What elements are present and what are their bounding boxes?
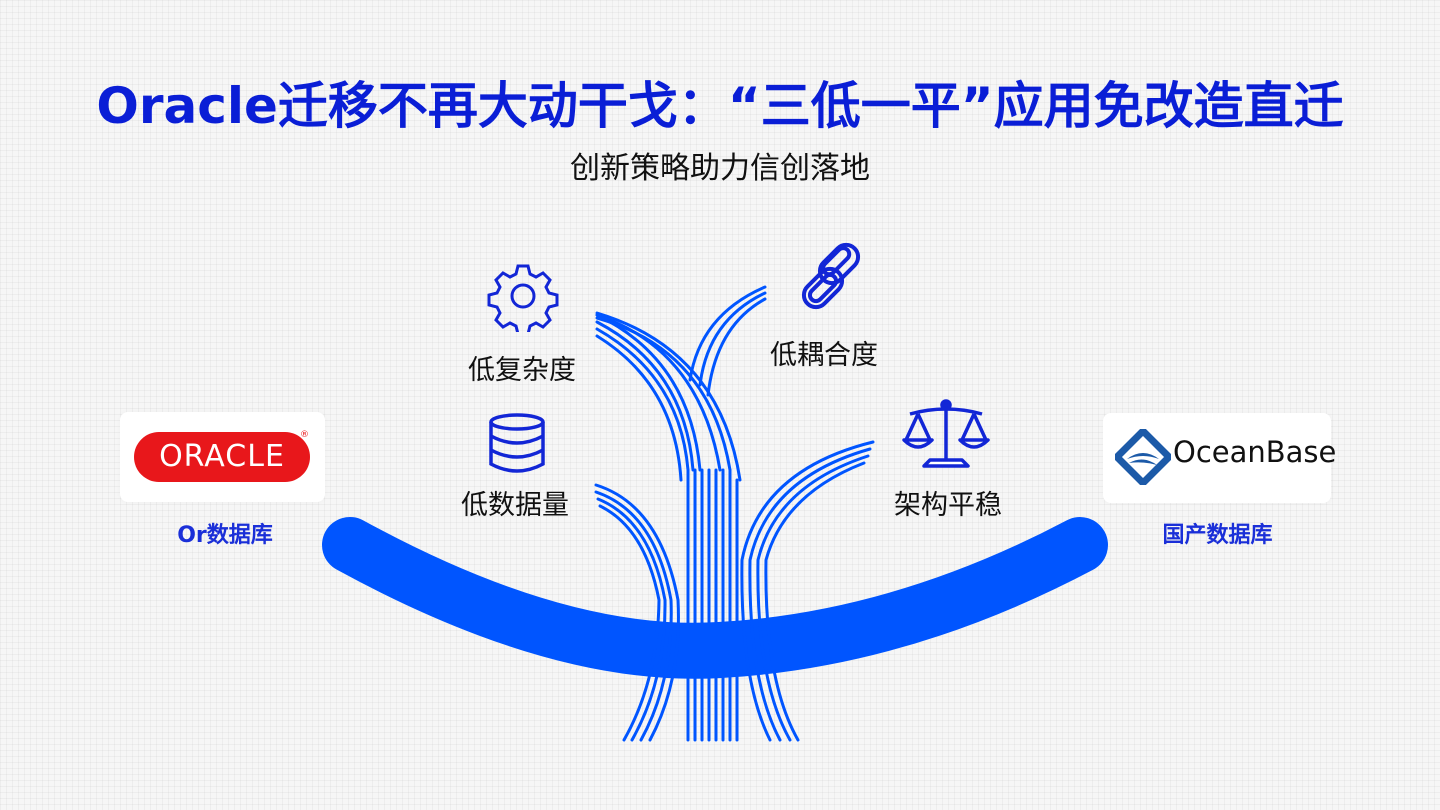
- feature-label-low-complexity: 低复杂度: [468, 355, 576, 386]
- balance-scale-icon: [902, 399, 990, 468]
- target-db-label: 国产数据库: [1162, 523, 1273, 548]
- database-icon: [489, 413, 545, 473]
- feature-label-low-data-volume: 低数据量: [461, 490, 569, 521]
- oceanbase-logo-card: OceanBase: [1103, 413, 1336, 503]
- link-chain-icon: [801, 242, 861, 310]
- migration-bridge-band: [322, 517, 1108, 679]
- slide-subtitle: 创新策略助力信创落地: [570, 151, 870, 186]
- oracle-logo-card: ORACLE ®: [120, 412, 325, 502]
- registered-mark: ®: [300, 430, 309, 440]
- feature-label-low-coupling: 低耦合度: [770, 340, 878, 371]
- oceanbase-logo-text: OceanBase: [1173, 435, 1337, 469]
- oceanbase-logo-mark-icon: [1115, 429, 1171, 485]
- gear-icon: [487, 264, 559, 332]
- oracle-logo: ORACLE: [134, 432, 310, 482]
- source-db-label: Or数据库: [177, 523, 273, 548]
- feature-label-stable-architecture: 架构平稳: [894, 490, 1002, 521]
- tree-trunk-lines: [594, 285, 875, 742]
- slide-title: Oracle迁移不再大动干戈：“三低一平”应用免改造直迁: [96, 77, 1344, 135]
